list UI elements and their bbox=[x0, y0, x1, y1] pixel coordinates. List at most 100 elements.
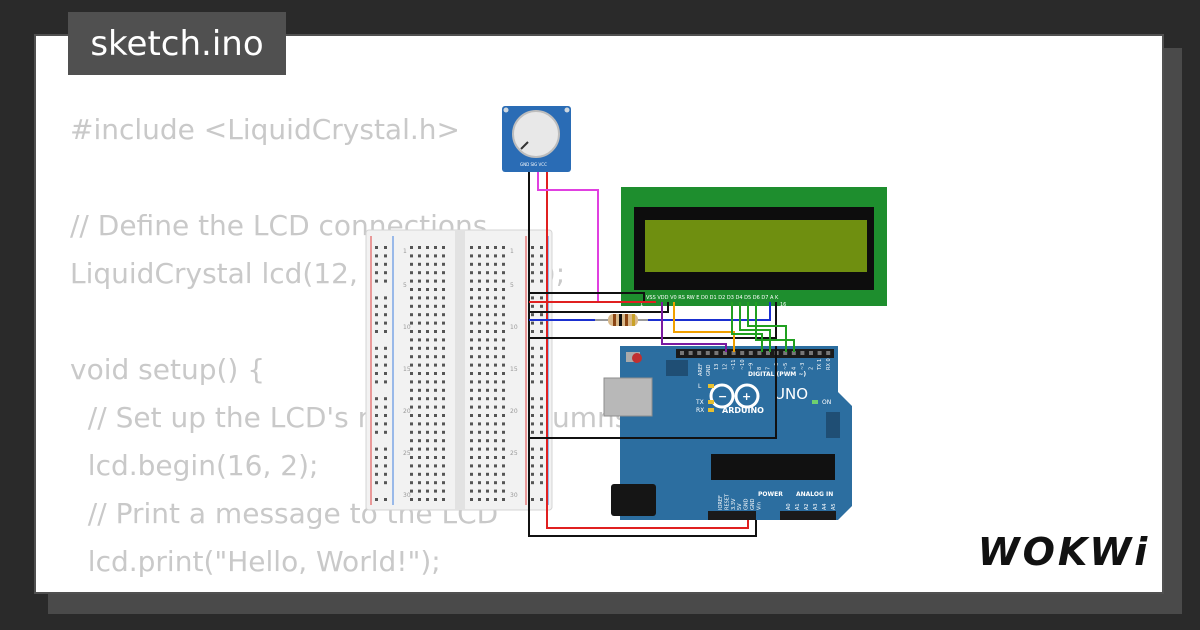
breadboard-hole bbox=[531, 330, 534, 333]
breadboard-hole bbox=[426, 414, 429, 417]
breadboard-hole bbox=[434, 363, 437, 367]
breadboard-hole bbox=[540, 422, 543, 426]
wires bbox=[528, 172, 795, 537]
pin-label: GND bbox=[750, 498, 756, 510]
breadboard-hole bbox=[486, 304, 489, 308]
breadboard-hole bbox=[434, 296, 437, 300]
sketch-filename-tab[interactable]: sketch.ino bbox=[68, 12, 286, 75]
breadboard-hole bbox=[486, 456, 489, 459]
breadboard-hole bbox=[410, 464, 413, 468]
breadboard-hole bbox=[434, 498, 437, 501]
breadboard-hole bbox=[494, 262, 497, 266]
breadboard-hole bbox=[531, 447, 534, 451]
breadboard-hole bbox=[426, 388, 429, 392]
breadboard-hole bbox=[486, 422, 489, 426]
breadboard-hole bbox=[375, 472, 378, 476]
breadboard-hole bbox=[384, 355, 387, 359]
breadboard-hole bbox=[434, 279, 437, 283]
power-label: POWER bbox=[758, 491, 783, 498]
breadboard-hole bbox=[375, 456, 378, 459]
breadboard-hole bbox=[375, 279, 378, 283]
breadboard-hole bbox=[486, 338, 489, 342]
breadboard-hole bbox=[494, 254, 497, 258]
pot-mount-hole bbox=[564, 107, 570, 113]
breadboard-hole bbox=[375, 447, 378, 451]
wire-lcd-k bbox=[529, 302, 777, 339]
breadboard-hole bbox=[426, 405, 429, 409]
breadboard-hole bbox=[470, 246, 473, 249]
breadboard-hole bbox=[384, 405, 387, 409]
pin-label: A2 bbox=[804, 503, 810, 510]
breadboard-hole bbox=[502, 246, 505, 249]
breadboard-hole bbox=[486, 380, 489, 384]
breadboard-hole bbox=[410, 472, 413, 476]
breadboard-hole bbox=[494, 271, 497, 275]
pin-label: TX 1 bbox=[817, 359, 823, 371]
breadboard-hole bbox=[531, 422, 534, 426]
breadboard-hole bbox=[375, 481, 378, 485]
breadboard-hole bbox=[434, 439, 437, 443]
breadboard-hole bbox=[426, 254, 429, 258]
breadboard-hole bbox=[540, 313, 543, 317]
breadboard-hole bbox=[494, 481, 497, 485]
breadboard-hole bbox=[531, 279, 534, 283]
breadboard-hole bbox=[486, 313, 489, 317]
breadboard-hole bbox=[426, 304, 429, 308]
breadboard-hole bbox=[531, 346, 534, 350]
header-hole bbox=[688, 351, 693, 355]
breadboard-hole bbox=[442, 414, 445, 417]
breadboard-hole bbox=[540, 321, 543, 325]
breadboard-hole bbox=[470, 262, 473, 266]
lcd-module[interactable]: VSS VDD V0 RS RW E D0 D1 D2 D3 D4 D5 D6 … bbox=[621, 187, 887, 308]
breadboard-hole bbox=[478, 380, 481, 384]
reset-button[interactable] bbox=[632, 353, 642, 363]
atmega-chip bbox=[711, 454, 835, 480]
breadboard-hole bbox=[434, 422, 437, 426]
breadboard-hole bbox=[531, 380, 534, 384]
breadboard-hole bbox=[410, 422, 413, 426]
breadboard-hole bbox=[486, 405, 489, 409]
breadboard-hole bbox=[502, 472, 505, 476]
breadboard-hole bbox=[410, 414, 413, 417]
breadboard-hole bbox=[426, 456, 429, 459]
digital-label: DIGITAL (PWM ~) bbox=[748, 371, 806, 378]
breadboard-hole bbox=[540, 296, 543, 300]
breadboard-hole bbox=[478, 456, 481, 459]
arduino-uno[interactable]: − + ARDUINO UNO DIGITAL (PWM ~) POWER AN… bbox=[603, 346, 852, 520]
breadboard-hole bbox=[410, 304, 413, 308]
breadboard-hole bbox=[410, 380, 413, 384]
breadboard-hole bbox=[375, 372, 378, 375]
pin-label: A4 bbox=[822, 503, 828, 510]
row-label: 5 bbox=[403, 282, 407, 289]
breadboard-hole bbox=[410, 489, 413, 493]
potentiometer[interactable]: GND SIG VCC bbox=[502, 106, 571, 172]
breadboard-hole bbox=[410, 405, 413, 409]
breadboard-hole bbox=[418, 405, 421, 409]
breadboard-hole bbox=[426, 330, 429, 333]
breadboard-hole bbox=[478, 296, 481, 300]
breadboard-hole bbox=[478, 388, 481, 392]
breadboard-hole bbox=[531, 472, 534, 476]
breadboard-hole bbox=[531, 372, 534, 375]
lcd-pin-labels: VSS VDD V0 RS RW E D0 D1 D2 D3 D4 D5 D6 … bbox=[646, 295, 779, 301]
breadboard-hole bbox=[502, 388, 505, 392]
wokwi-logo[interactable]: WOKWi bbox=[976, 527, 1152, 577]
pot-knob[interactable] bbox=[512, 110, 560, 158]
breadboard-hole bbox=[442, 430, 445, 434]
pin-label: ~9 bbox=[748, 363, 754, 370]
breadboard-hole bbox=[470, 430, 473, 434]
breadboard-hole bbox=[478, 321, 481, 325]
breadboard-hole bbox=[502, 380, 505, 384]
breadboard-hole bbox=[410, 388, 413, 392]
breadboard-hole bbox=[426, 313, 429, 317]
header-hole bbox=[783, 351, 788, 355]
resistor[interactable] bbox=[595, 314, 648, 326]
breadboard-hole bbox=[540, 262, 543, 266]
breadboard-hole bbox=[426, 422, 429, 426]
led-tx bbox=[708, 400, 714, 404]
breadboard-hole bbox=[494, 338, 497, 342]
breadboard-hole bbox=[531, 456, 534, 459]
breadboard-hole bbox=[375, 498, 378, 501]
pin-label: 5V bbox=[737, 503, 743, 510]
breadboard-hole bbox=[531, 405, 534, 409]
